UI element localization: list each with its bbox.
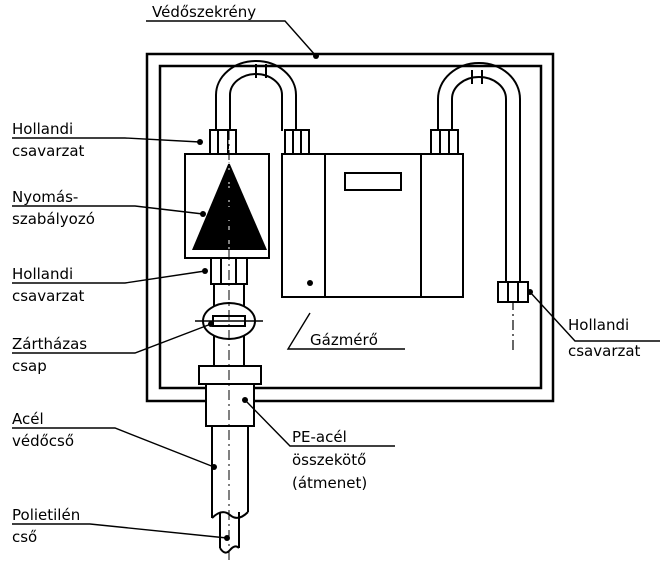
label-union-right-line2: csavarzat [568, 342, 641, 360]
meter-display-window [344, 172, 402, 191]
label-union-top-line2: csavarzat [12, 142, 85, 160]
union-fitting-regulator-top [209, 129, 237, 155]
union-fitting-meter-inlet [284, 129, 310, 155]
polyethylene-pipe [219, 512, 240, 554]
protective-cabinet [145, 52, 555, 403]
label-regulator-line2: szabályozó [12, 210, 95, 228]
leader-dots [197, 53, 533, 541]
label-steel-pipe-line2: védőcső [12, 432, 74, 450]
gas-meter [281, 153, 464, 298]
union-fitting-right-bottom [497, 281, 529, 303]
label-pe-pipe-line2: cső [12, 528, 37, 546]
label-pe-pipe-line1: Polietilén [12, 506, 80, 524]
label-transition-line1: PE-acél [292, 428, 347, 446]
label-cabinet: Védőszekrény [152, 3, 256, 21]
label-regulator-line1: Nyomás- [12, 188, 78, 206]
label-union-mid-line1: Hollandi [12, 265, 73, 283]
pe-steel-transition [198, 365, 262, 427]
label-transition-line2: összekötő [292, 451, 366, 469]
label-transition-line3: (átmenet) [292, 474, 367, 492]
union-fitting-meter-outlet [430, 129, 459, 155]
label-valve-line1: Zártházas [12, 335, 87, 353]
shutoff-valve [195, 302, 263, 340]
leader-lines [12, 20, 660, 539]
label-steel-pipe-line1: Acél [12, 410, 44, 428]
label-meter: Gázmérő [310, 331, 378, 349]
steel-protective-sleeve [211, 426, 249, 519]
label-valve-line2: csap [12, 357, 47, 375]
right-u-pipe [437, 62, 521, 352]
label-union-right-line1: Hollandi [568, 316, 629, 334]
label-union-top-line1: Hollandi [12, 120, 73, 138]
pressure-regulator [184, 140, 270, 260]
label-union-mid-line2: csavarzat [12, 287, 85, 305]
left-u-pipe [215, 60, 297, 131]
